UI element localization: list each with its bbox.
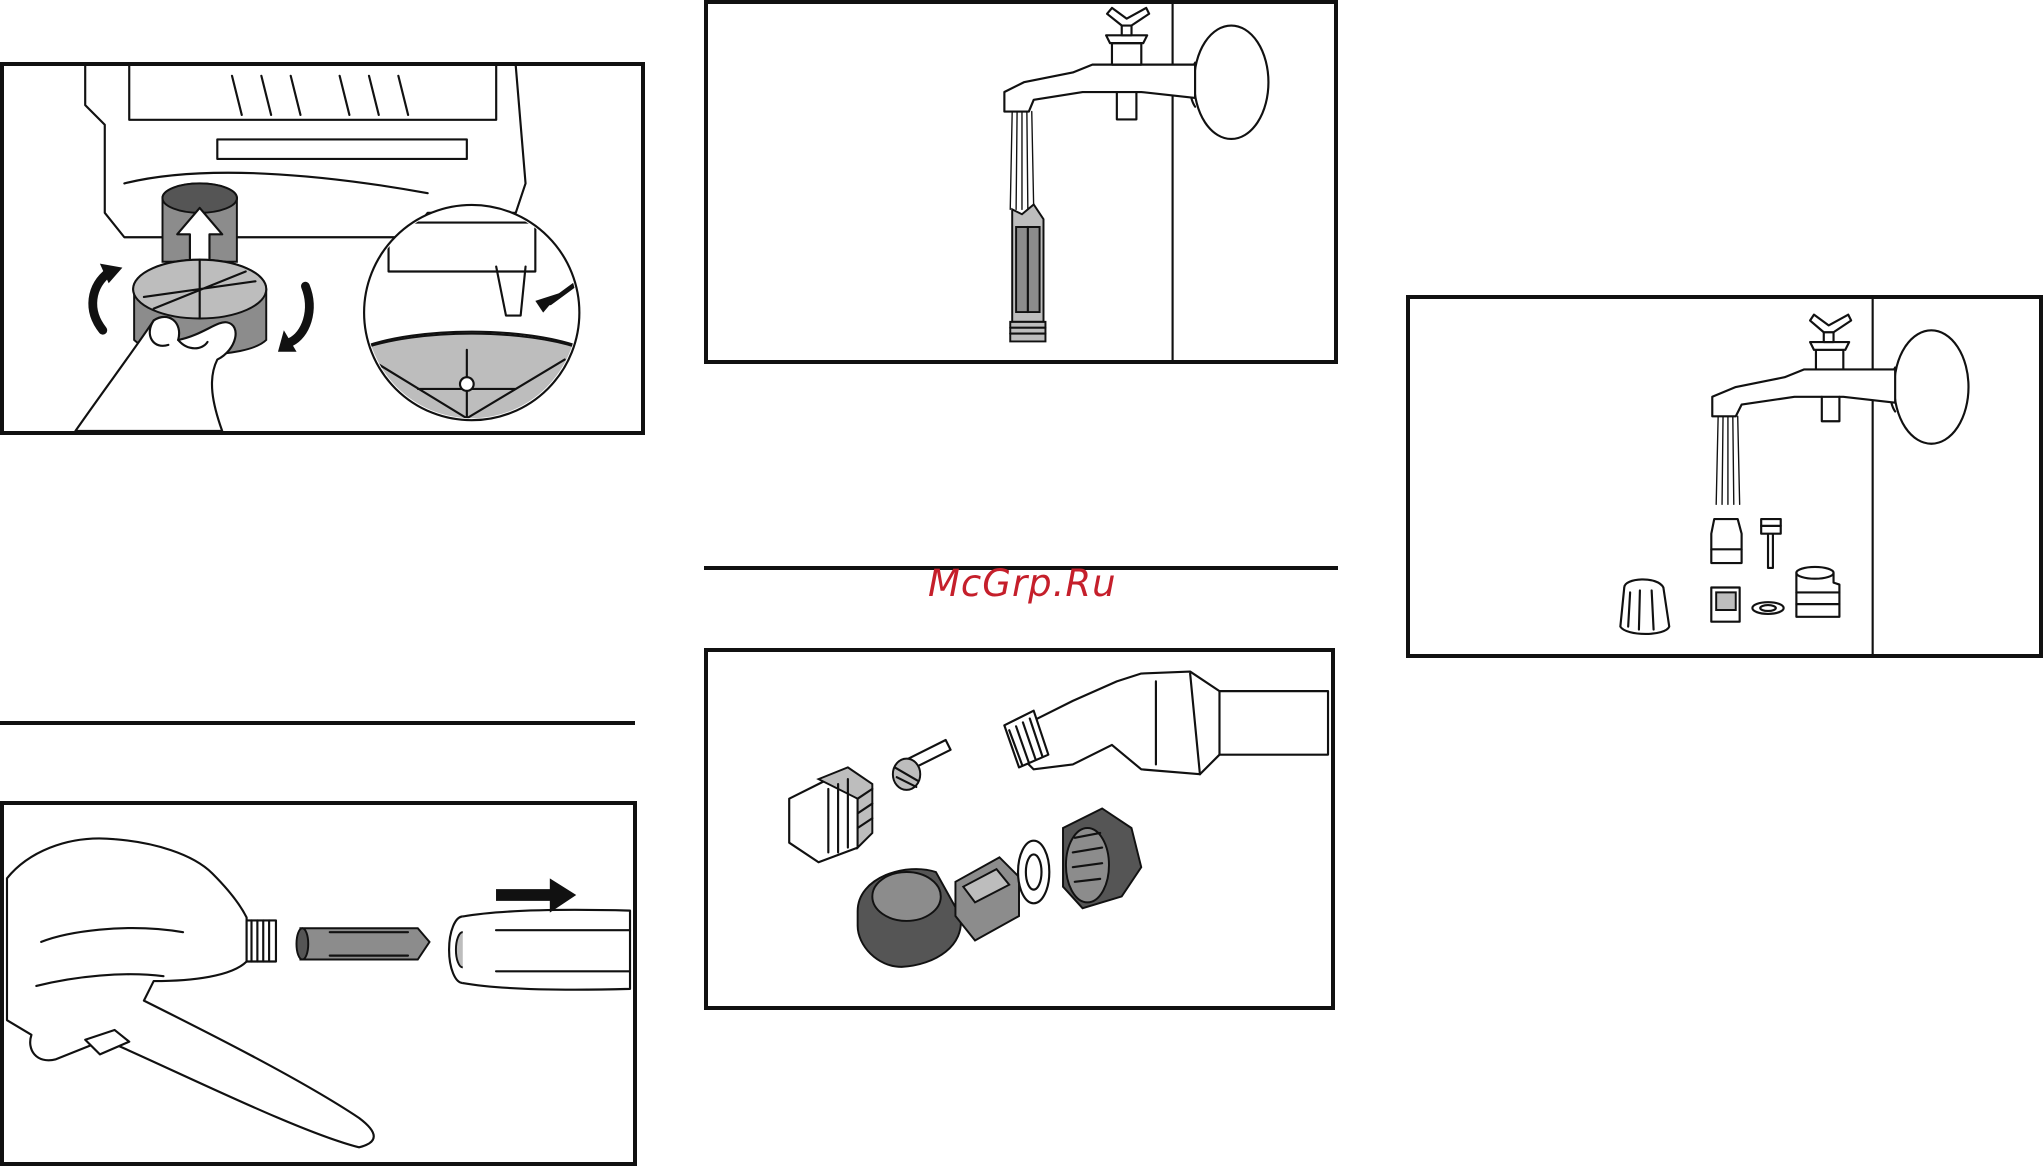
pump-filter-removal-illustration: [4, 66, 641, 431]
nozzle-exploded-view-illustration: [708, 652, 1331, 1006]
spray-gun-filter-illustration: [4, 805, 633, 1162]
figure-filter-removal: [0, 62, 645, 435]
figure-tap-rinse-filter: [704, 0, 1338, 364]
watermark: McGrp.Ru: [928, 562, 1117, 605]
water-stream: [1010, 112, 1033, 210]
housing-ribs: [232, 76, 408, 115]
water-stream: [1716, 416, 1739, 504]
divider-left: [0, 721, 635, 725]
figure-gun-filter: [0, 801, 637, 1166]
tap-rinsing-nozzle-parts-illustration: [1410, 299, 2039, 654]
figure-tap-rinse-nozzle-parts: [1406, 295, 2043, 658]
figure-nozzle-exploded: [704, 648, 1335, 1010]
tap-rinsing-filter-illustration: [708, 4, 1334, 360]
